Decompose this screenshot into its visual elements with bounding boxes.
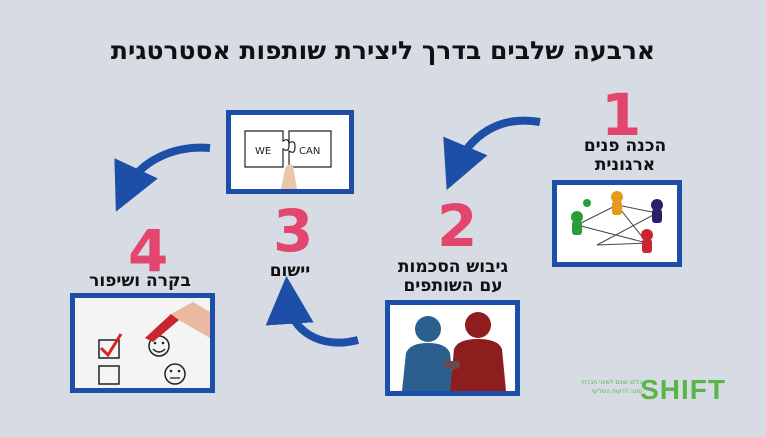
- step1-number: 1: [601, 81, 642, 149]
- step2-label: גיבוש הסכמות עם השותפים: [378, 258, 528, 296]
- pawns-network-icon: [571, 191, 663, 253]
- step4-label: בקרה ושיפור: [80, 272, 200, 291]
- arrow-step2-to-step3: [265, 276, 360, 347]
- step4-image-feedback: [70, 293, 215, 393]
- step3-image-puzzle: WE CAN: [226, 110, 354, 194]
- handshake-figures-icon: [390, 305, 515, 391]
- logo-wordmark: SHIFT: [640, 374, 726, 405]
- arrow-step1-to-step2: [443, 116, 541, 191]
- shift-logo: כלים שווים לשינוי חברתי סוגה לרעות השליש…: [566, 374, 726, 405]
- step2-number: 2: [437, 192, 478, 260]
- step2-label-line1: גיבוש הסכמות: [397, 257, 509, 277]
- step3-label: יישום: [240, 262, 340, 281]
- step3-number: 3: [273, 197, 314, 265]
- logo-subtitle-line2: סוגה לרעות השלישי: [591, 388, 642, 395]
- logo-subtitle-line1: כלים שווים לשינוי חברתי: [581, 379, 642, 386]
- step2-image-handshake: [385, 300, 520, 396]
- puzzle-right-text: CAN: [299, 146, 320, 157]
- step1-label-line2: ארגונית: [594, 155, 656, 175]
- step4-number: 4: [128, 217, 169, 285]
- feedback-checklist-icon: [75, 298, 210, 388]
- step3-label-line1: יישום: [269, 261, 311, 281]
- arrow-step3-to-step4: [114, 143, 211, 212]
- puzzle-pieces-icon: WE CAN: [231, 115, 349, 189]
- step4-label-line1: בקרה ושיפור: [89, 271, 191, 291]
- step1-image-pawns: [552, 180, 682, 267]
- step1-label-line1: הכנה פנים: [583, 136, 667, 156]
- logo-subtitle: כלים שווים לשינוי חברתי סוגה לרעות השליש…: [566, 378, 642, 396]
- step2-label-line2: עם השותפים: [403, 276, 503, 296]
- puzzle-left-text: WE: [255, 146, 271, 157]
- step1-label: הכנה פנים ארגונית: [560, 137, 690, 175]
- page-title: ארבעה שלבים בדרך ליצירת שותפות אסטרטגית: [110, 36, 656, 65]
